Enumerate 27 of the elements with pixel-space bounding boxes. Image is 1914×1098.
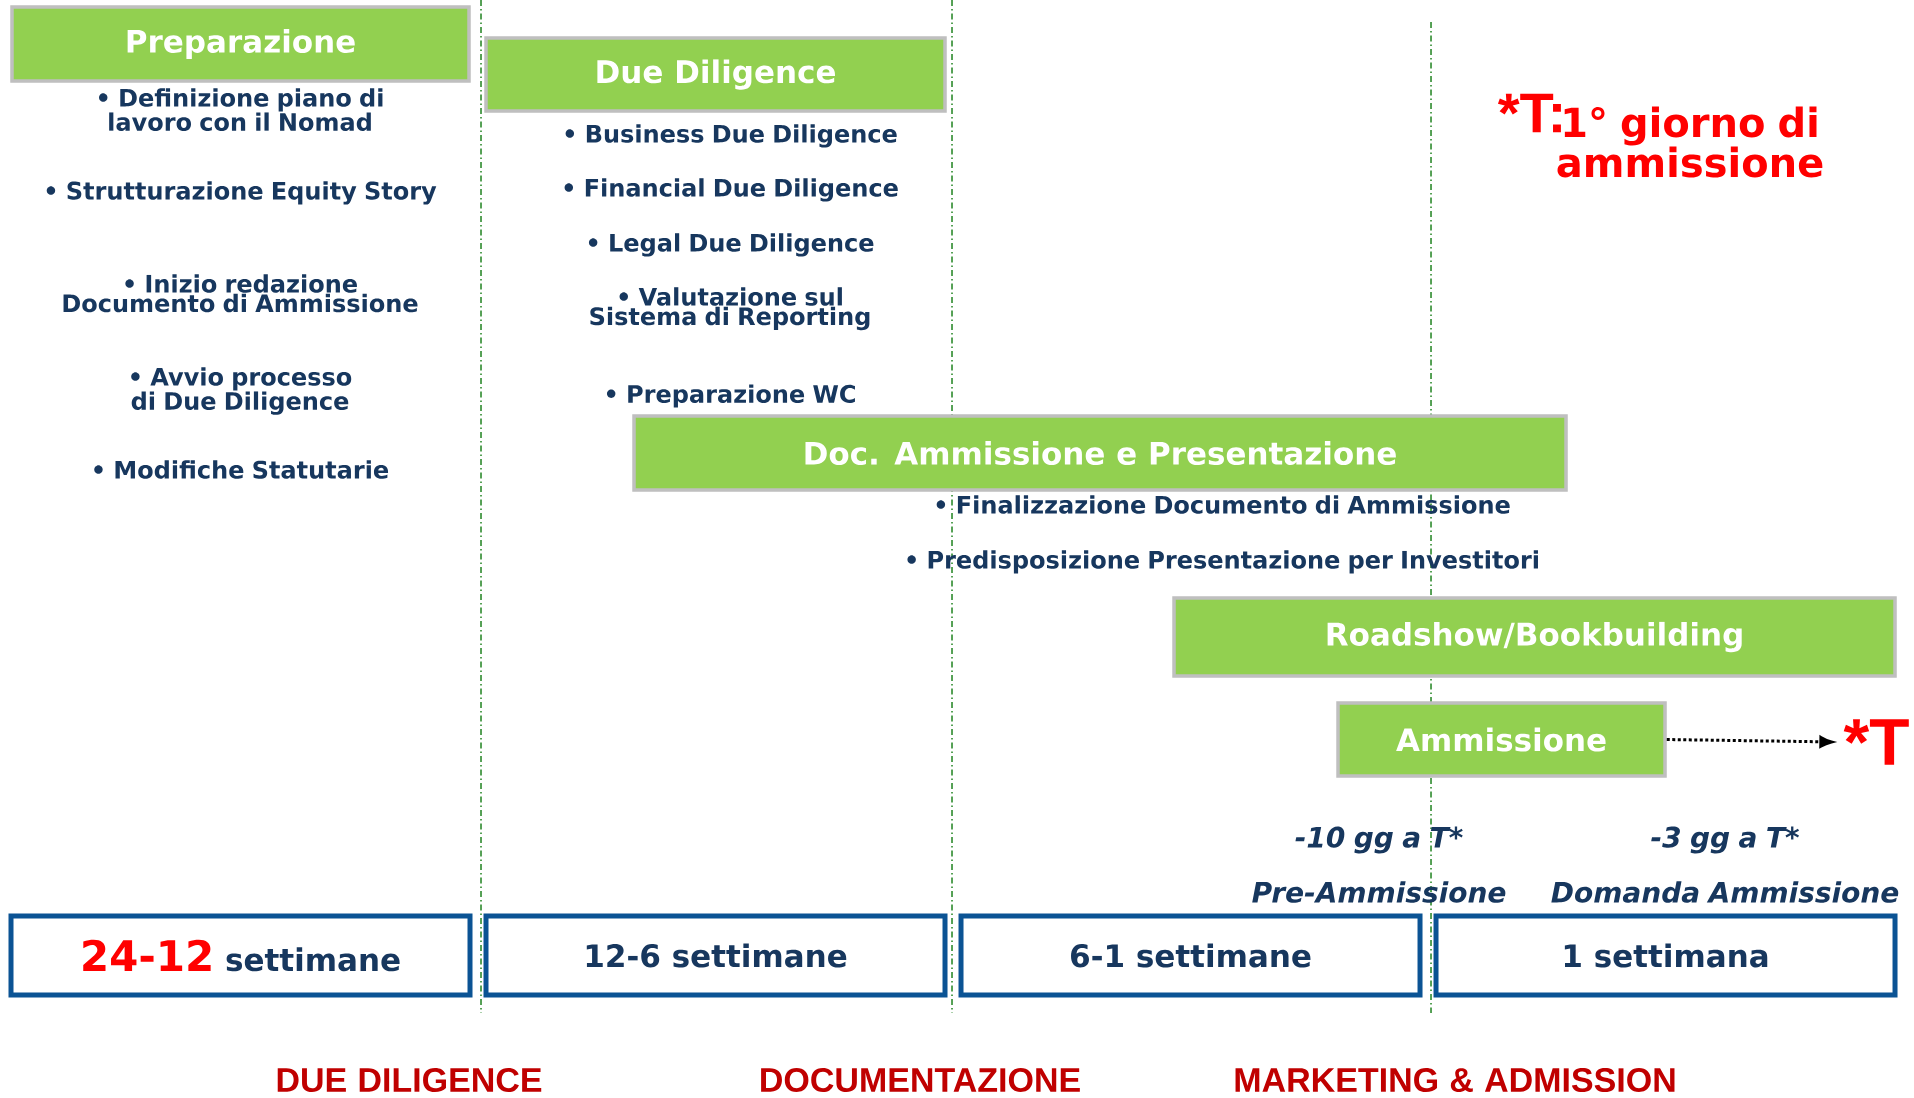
bullet-item: • Finalizzazione Documento di Ammissione bbox=[936, 495, 1510, 514]
bullet-item: • Financial Due Diligence bbox=[564, 178, 898, 202]
bullet-item: • Business Due Diligence bbox=[565, 124, 897, 148]
bullet-item: • Valutazione sul Sistema di Reporting bbox=[590, 287, 870, 331]
phase-box: Due Diligence bbox=[484, 36, 947, 113]
phase-box: Ammissione bbox=[1336, 701, 1667, 778]
phase-label: DOCUMENTAZIONE bbox=[761, 1067, 1080, 1093]
bullet-item: • Predisposizione Presentazione per Investitori bbox=[907, 550, 1538, 574]
phase-label: DUE DILIGENCE bbox=[277, 1067, 542, 1093]
week-box: 12-6 settimane bbox=[483, 913, 948, 998]
time-note: -10 gg a T* bbox=[1295, 826, 1463, 854]
bullet-item: • Definizione piano di lavoro con il Nomad bbox=[99, 88, 383, 131]
bullet-item: • Modifiche Statutarie bbox=[94, 460, 389, 479]
bullet-item: • Legal Due Diligence bbox=[588, 233, 874, 257]
phase-box: Preparazione bbox=[10, 5, 471, 83]
target-marker: *T bbox=[1843, 719, 1909, 765]
time-note: -3 gg a T* bbox=[1651, 826, 1799, 854]
bullet-item: • Avvio processo di Due Diligence bbox=[131, 367, 352, 415]
bullet-item: • Inizio redazione Documento di Ammissione bbox=[63, 274, 418, 313]
time-note: Pre-Ammissione bbox=[1252, 881, 1506, 903]
bullet-item: • Strutturazione Equity Story bbox=[46, 181, 437, 205]
week-box: 24-12 settimane bbox=[8, 913, 473, 998]
phase-label: MARKETING & ADMISSION bbox=[1235, 1067, 1675, 1093]
week-box: 1 settimana bbox=[1433, 913, 1898, 998]
phase-box: Doc. Ammissione e Presentazione bbox=[632, 414, 1568, 492]
week-box: 6-1 settimane bbox=[958, 913, 1423, 998]
phase-box: Roadshow/Bookbuilding bbox=[1172, 596, 1897, 678]
